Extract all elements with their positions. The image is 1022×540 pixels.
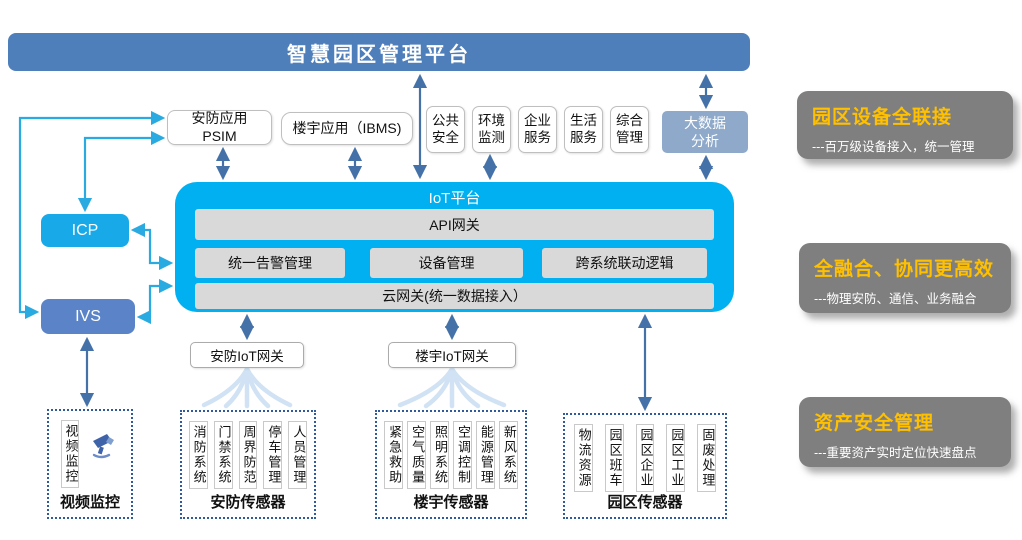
panel-title: 全融合、协同更高效 [814, 259, 995, 280]
sensor-item: 园区企业 [635, 424, 655, 492]
device-management-bar: 设备管理 [370, 248, 523, 278]
psim-line1: 安防应用 [191, 110, 248, 126]
cloud-gateway-bar: 云网关(统一数据接入） [195, 283, 714, 309]
sensor-item: 新风系统 [498, 421, 518, 489]
ibms-label: 楼宇应用（IBMS) [292, 119, 402, 136]
panel-desc: ---百万级设备接入，统一管理 [812, 140, 975, 154]
app-box-public-safety: 公共安全 [426, 106, 465, 153]
sensor-item: 消防系统 [188, 421, 208, 489]
feature-panel-asset-security: 资产安全管理 ---重要资产实时定位快速盘点 [799, 397, 1011, 467]
sensor-item: 空气质量 [407, 421, 427, 489]
app-box-ibms: 楼宇应用（IBMS) [281, 112, 413, 145]
app-box-environment-monitoring: 环境监测 [472, 106, 511, 153]
building-iot-gateway-box: 楼宇IoT网关 [388, 342, 516, 368]
sensor-item: 能源管理 [475, 421, 495, 489]
panel-title: 资产安全管理 [814, 413, 935, 434]
panel-desc: ---物理安防、通信、业务融合 [814, 292, 977, 306]
sensor-item: 停车管理 [263, 421, 283, 489]
sensor-item: 照明系统 [430, 421, 449, 489]
sensor-item: 周界防范 [238, 421, 258, 489]
small-app-row: 公共安全 环境监测 企业服务 生活服务 综合管理 [426, 106, 650, 153]
cross-system-linkage-bar: 跨系统联动逻辑 [542, 248, 707, 278]
panel-title: 园区设备全联接 [812, 107, 953, 128]
iot-platform-title: IoT平台 [428, 190, 481, 207]
security-iot-gateway-box: 安防IoT网关 [190, 342, 304, 368]
feature-panel-full-convergence: 全融合、协同更高效 ---物理安防、通信、业务融合 [799, 243, 1011, 313]
security-sensors-label: 安防传感器 [210, 494, 286, 511]
api-gateway-bar: API网关 [195, 209, 714, 240]
sensor-item: 园区工业 [666, 424, 686, 492]
sensor-item: 门禁系统 [213, 421, 233, 489]
feature-panel-device-connectivity: 园区设备全联接 ---百万级设备接入，统一管理 [797, 91, 1013, 159]
sensor-item: 园区班车 [604, 424, 624, 492]
building-sensors-group: 紧急救助 空气质量 照明系统 空调控制 能源管理 新风系统 楼宇传感器 [375, 410, 527, 519]
banner-title: 智慧园区管理平台 [287, 43, 471, 66]
panel-desc: ---重要资产实时定位快速盘点 [814, 446, 977, 460]
park-sensors-label: 园区传感器 [607, 494, 683, 511]
app-box-psim: 安防应用 PSIM [167, 110, 272, 145]
park-sensors-group: 物流资源 园区班车 园区企业 园区工业 固废处理 园区传感器 [563, 413, 727, 519]
ivs-box: IVS [41, 299, 135, 334]
iot-platform-container: IoT平台 API网关 统一告警管理 设备管理 跨系统联动逻辑 云网关(统一数据… [175, 182, 734, 312]
sensor-item: 人员管理 [288, 421, 308, 489]
sensor-item: 固废处理 [697, 424, 717, 492]
cctv-camera-icon [93, 434, 115, 459]
sensor-item: 物流资源 [573, 424, 593, 492]
platform-title-banner: 智慧园区管理平台 [8, 33, 750, 71]
app-box-general-management: 综合管理 [610, 106, 649, 153]
fan-rays-building-gateway [397, 366, 507, 409]
unified-alarm-management-bar: 统一告警管理 [195, 248, 345, 278]
sensor-item: 空调控制 [453, 421, 472, 489]
video-surveillance-label: 视频监控 [59, 494, 120, 511]
psim-line2: PSIM [202, 127, 237, 144]
fan-rays-security-gateway [201, 366, 293, 409]
video-surveillance-group: 视频监控 视频监控 [47, 409, 133, 519]
icp-box: ICP [41, 214, 129, 247]
building-sensors-label: 楼宇传感器 [413, 494, 489, 511]
app-box-life-services: 生活服务 [564, 106, 603, 153]
app-box-enterprise-services: 企业服务 [518, 106, 557, 153]
security-sensors-group: 消防系统 门禁系统 周界防范 停车管理 人员管理 安防传感器 [180, 410, 316, 519]
big-data-analysis-box: 大数据 分析 [662, 111, 748, 153]
video-surveillance-vertical-text: 视频监控 [60, 420, 80, 488]
sensor-item: 紧急救助 [384, 421, 404, 489]
